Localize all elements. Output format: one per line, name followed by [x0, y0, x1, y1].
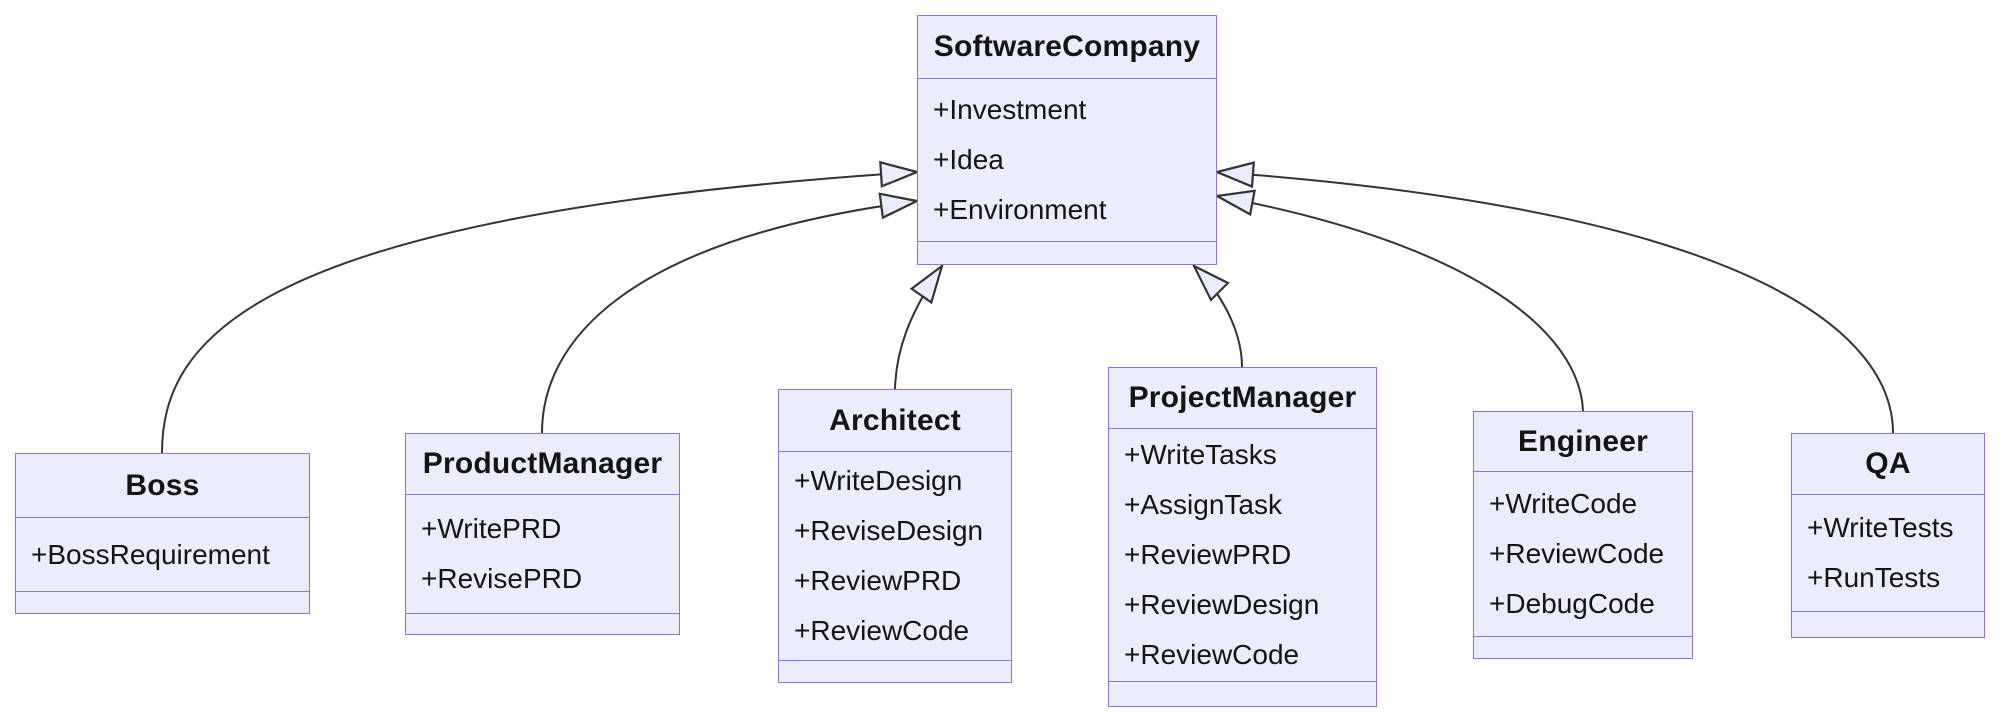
class-member: +BossRequirement: [31, 538, 270, 570]
edge-qa-to-softwarecompany: [1217, 172, 1894, 434]
edge-architect-to-softwarecompany: [894, 266, 942, 390]
class-methods-empty: [16, 591, 309, 613]
class-member: +AssignTask: [1124, 489, 1282, 520]
class-box-engineer: Engineer +WriteCode +ReviewCode +DebugCode: [1473, 411, 1693, 659]
class-methods-empty: [1792, 611, 1984, 637]
class-members: +WritePRD +RevisePRD: [406, 494, 679, 613]
class-member: +ReviewPRD: [794, 565, 962, 596]
class-members: +WriteCode +ReviewCode +DebugCode: [1474, 471, 1692, 636]
class-box-softwarecompany: SoftwareCompany +Investment +Idea +Environ…: [917, 15, 1217, 265]
class-member: +DebugCode: [1489, 588, 1655, 619]
class-member: +WriteTasks: [1124, 439, 1277, 470]
class-member: +ReviewCode: [1124, 639, 1300, 670]
class-member: +ReviseDesign: [794, 515, 984, 546]
class-members: +WriteTests +RunTests: [1792, 494, 1984, 611]
class-members: +WriteTasks +AssignTask +ReviewPRD +ReviewD…: [1109, 428, 1376, 681]
class-members: +WriteDesign +ReviseDesign +ReviewPRD +Revi…: [779, 451, 1011, 660]
class-member: +WriteTests: [1807, 512, 1954, 543]
class-methods-empty: [918, 241, 1216, 264]
class-title: QA: [1865, 447, 1911, 480]
class-title: ProductManager: [422, 447, 663, 480]
class-member: +Environment: [933, 194, 1107, 225]
class-title: Architect: [829, 403, 961, 437]
class-title: Engineer: [1518, 424, 1648, 458]
class-member: +ReviewDesign: [1124, 589, 1320, 620]
class-methods-empty: [406, 613, 679, 634]
class-box-productmanager: ProductManager +WritePRD +RevisePRD: [405, 433, 680, 635]
edge-projectmanager-to-softwarecompany: [1194, 266, 1243, 368]
class-box-projectmanager: ProjectManager +WriteTasks +AssignTask +Re…: [1108, 367, 1377, 707]
edge-boss-to-softwarecompany: [161, 172, 917, 454]
class-title: Boss: [125, 468, 200, 502]
class-member: +ReviewCode: [1489, 538, 1665, 569]
class-box-architect: Architect +WriteDesign +ReviseDesign +Revi…: [778, 389, 1012, 683]
class-box-qa: QA +WriteTests +RunTests: [1791, 433, 1985, 638]
class-title: ProjectManager: [1128, 381, 1357, 414]
class-methods-empty: [779, 660, 1011, 682]
class-member: +ReviewCode: [794, 615, 970, 646]
class-member: +Investment: [933, 94, 1087, 125]
edge-productmanager-to-softwarecompany: [541, 201, 917, 434]
class-member: +ReviewPRD: [1124, 539, 1292, 570]
class-member: +WriteCode: [1489, 488, 1638, 519]
class-member: +RunTests: [1807, 562, 1941, 593]
class-methods-empty: [1109, 681, 1376, 706]
class-members: +Investment +Idea +Environment: [918, 78, 1216, 241]
class-member: +Idea: [933, 144, 1004, 175]
class-member: +WriteDesign: [794, 465, 963, 496]
class-box-boss: Boss +BossRequirement: [15, 453, 310, 614]
class-member: +RevisePRD: [421, 563, 583, 594]
class-title: SoftwareCompany: [933, 30, 1201, 63]
class-methods-empty: [1474, 636, 1692, 658]
edge-engineer-to-softwarecompany: [1217, 196, 1584, 412]
class-members: +BossRequirement: [16, 517, 309, 591]
class-member: +WritePRD: [421, 513, 562, 544]
